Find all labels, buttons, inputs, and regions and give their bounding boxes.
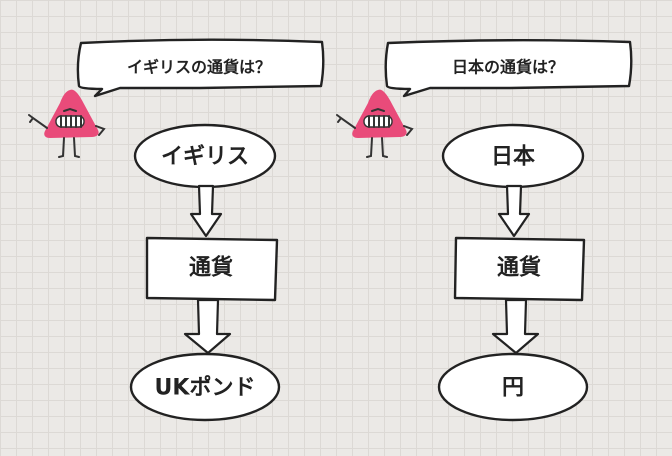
left-speech-bubble: イギリスの通貨は？ — [76, 38, 325, 98]
right-node-middle: 通貨 — [453, 236, 586, 302]
left-mascot-icon — [28, 89, 106, 158]
right-node-top: 日本 — [441, 123, 585, 189]
right-mascot-arm-left — [336, 114, 356, 129]
left-speech-bubble-shape — [76, 38, 325, 98]
right-node-bottom: 円 — [437, 352, 589, 422]
left-node-middle-label: 通貨 — [189, 255, 233, 281]
left-panel: イギリスの通貨は？ イギリス 通貨 UKポンド — [28, 38, 325, 422]
left-mascot-arm-left — [28, 114, 48, 129]
right-speech-bubble-shape — [384, 39, 633, 98]
right-node-middle-label: 通貨 — [497, 255, 541, 281]
left-arrow-2 — [183, 298, 232, 355]
left-mascot-body — [44, 89, 99, 138]
left-question-text: イギリスの通貨は？ — [127, 58, 271, 77]
left-node-middle-rect — [145, 236, 279, 302]
left-node-middle: 通貨 — [145, 236, 279, 302]
right-mascot-icon — [336, 89, 414, 158]
right-node-top-label: 日本 — [491, 145, 535, 170]
left-mascot-arm-right — [95, 125, 106, 136]
right-speech-bubble: 日本の通貨は？ — [384, 39, 633, 98]
left-node-bottom-ellipse — [129, 352, 281, 422]
right-panel: 日本の通貨は？ 日本 通貨 円 — [336, 39, 633, 422]
right-question-text: 日本の通貨は？ — [452, 58, 564, 77]
left-node-bottom: UKポンド — [129, 352, 281, 422]
right-mascot-body — [352, 89, 407, 138]
right-node-middle-rect — [453, 236, 586, 302]
right-node-bottom-ellipse — [437, 352, 589, 422]
left-node-top-label: イギリス — [161, 145, 249, 170]
right-mascot-legs — [366, 137, 388, 158]
left-node-top: イギリス — [133, 123, 277, 189]
right-arrow-2 — [491, 298, 540, 355]
right-mascot-arm-right — [403, 125, 414, 136]
left-node-bottom-label: UKポンド — [155, 375, 256, 401]
right-arrow-1 — [497, 184, 531, 238]
left-arrow-1 — [189, 184, 223, 238]
right-node-bottom-label: 円 — [502, 376, 524, 401]
left-mascot-legs — [58, 137, 80, 158]
